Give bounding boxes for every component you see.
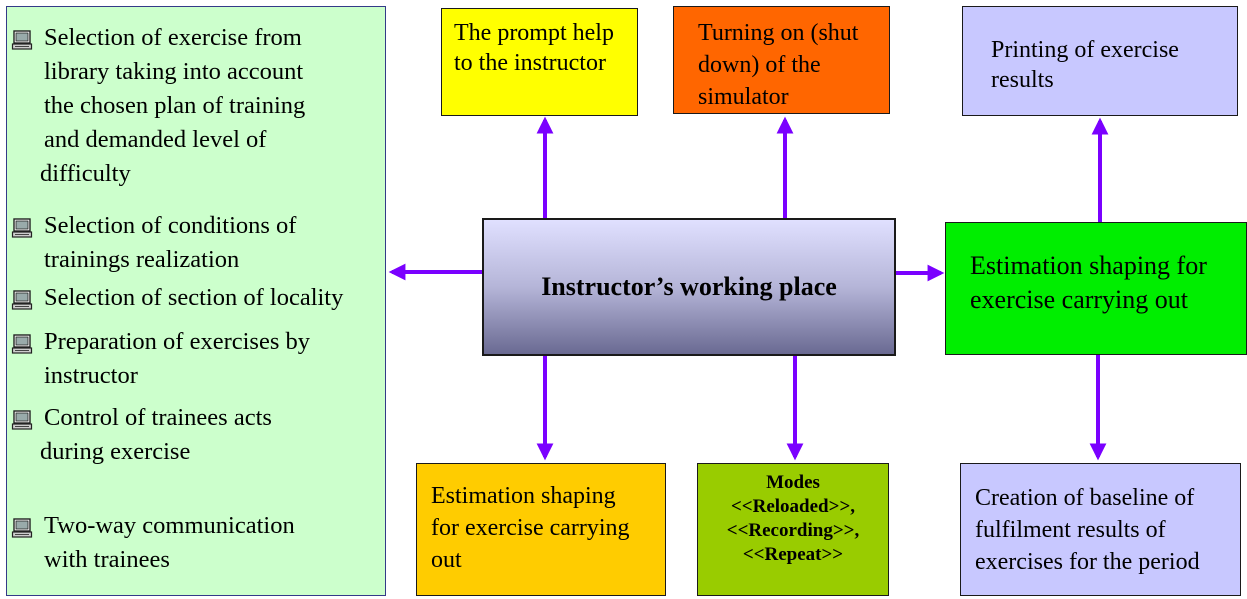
box-line: out [431,547,462,573]
box-line: for exercise carrying [431,515,630,541]
turning-on-box: Turning on (shut down) of the simulator [673,6,890,114]
computer-icon [11,515,33,538]
list-item-line: trainings realization [44,246,240,273]
prompt-help-box: The prompt help to the instructor [441,8,638,116]
list-item-line: during exercise [40,438,191,465]
list-item-line: Control of trainees acts [44,404,272,431]
list-item-line: Selection of exercise from [44,24,302,51]
list-item-line: Selection of section of locality [44,284,344,311]
computer-icon [11,215,33,238]
list-item-line: Preparation of exercises by [44,328,310,355]
modes-box: Modes <<Reloaded>>, <<Recording>>, <<Rep… [697,463,889,596]
printing-results-box: Printing of exercise results [962,6,1238,116]
box-line: <<Recording>>, [726,520,860,541]
box-line: Creation of baseline of [975,485,1195,511]
box-line: exercise carrying out [970,285,1189,314]
baseline-creation-box: Creation of baseline of fulfilment resul… [960,463,1241,596]
list-item-line: difficulty [40,160,131,187]
computer-icon [11,27,33,50]
list-item-line: library taking into account [44,58,304,85]
computer-icon [11,407,33,430]
list-item-line: instructor [44,362,138,389]
list-item-line: with trainees [44,546,170,573]
box-line: Estimation shaping for [970,251,1207,280]
box-line: Printing of exercise [991,37,1179,63]
list-item-line: and demanded level of [44,126,267,153]
list-item-line: the chosen plan of training [44,92,306,119]
estimation-shaping-right-box: Estimation shaping for exercise carrying… [945,222,1247,355]
box-line: The prompt help [454,20,614,46]
box-line: Modes [766,472,820,493]
center-label: Instructor’s working place [541,272,837,301]
left-task-list: Selection of exercise from library takin… [6,6,386,596]
box-line: results [991,67,1054,93]
instructor-working-place-box: Instructor’s working place [482,218,896,356]
computer-icon [11,331,33,354]
box-line: exercises for the period [975,549,1200,575]
box-line: Estimation shaping [431,483,616,509]
estimation-shaping-bottom-box: Estimation shaping for exercise carrying… [416,463,666,596]
box-line: fulfilment results of [975,517,1166,543]
list-item-line: Two-way communication [44,512,295,539]
box-line: down) of the [698,52,821,78]
computer-icon [11,287,33,310]
list-item-line: Selection of conditions of [44,212,297,239]
box-line: <<Reloaded>>, [730,496,856,517]
box-line: Turning on (shut [698,20,859,46]
box-line: to the instructor [454,50,606,76]
box-line: <<Repeat>> [742,544,844,565]
box-line: simulator [698,84,789,110]
